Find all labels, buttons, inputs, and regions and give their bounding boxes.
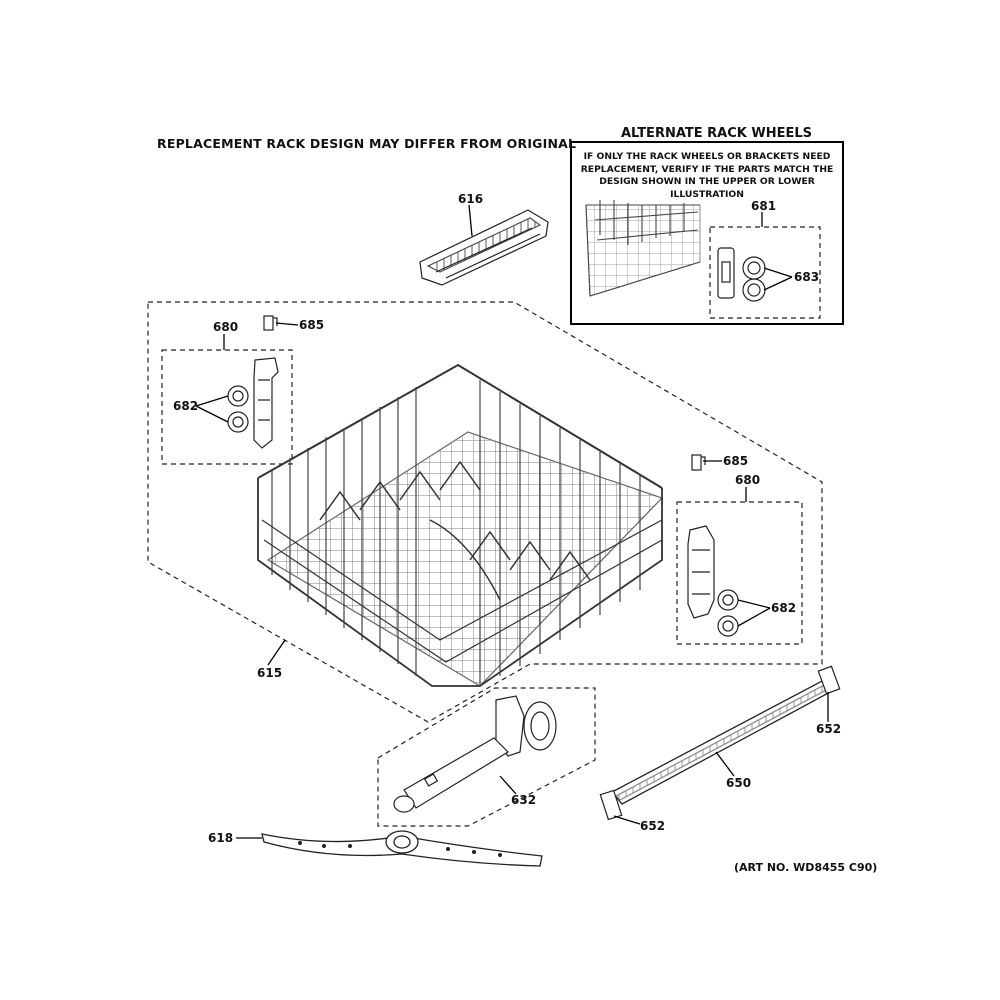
leader-682-left [195,395,229,423]
alternate-wheels-title: ALTERNATE RACK WHEELS [621,126,812,141]
wheel-kit-right [687,525,739,637]
note-line-1: IF ONLY THE RACK WHEELS OR BRACKETS NEED [583,151,831,162]
callout-685-right[interactable]: 685 [723,454,749,468]
clip-685-right [691,454,706,471]
alternate-wheels-box [570,141,844,325]
wheel-kit-left [227,357,279,449]
note-line-2: REPLACEMENT, VERIFY IF THE PARTS MATCH T… [580,163,834,175]
part-616-clip-strip [419,209,549,286]
callout-650[interactable]: 650 [726,776,752,790]
callout-616[interactable]: 616 [458,192,484,206]
leader-615 [267,639,286,666]
callout-632[interactable]: 632 [511,793,537,807]
clip-685-left [263,315,278,331]
leader-650 [715,751,735,777]
leader-632 [499,775,517,795]
end-cap-652-top [817,665,841,695]
end-cap-652-bottom [599,789,623,821]
alternate-rack-fragment [585,200,701,297]
callout-680-left[interactable]: 680 [213,320,239,334]
callout-681[interactable]: 681 [751,199,777,213]
callout-618[interactable]: 618 [208,831,234,845]
spray-arm-632 [393,695,557,813]
leader-685-left [275,322,299,326]
rack-side-tines [271,380,641,686]
wheel-kit-left-outline [161,349,293,465]
art-number: (ART NO. WD8455 C90) [734,861,878,874]
spray-arm-618 [261,830,543,867]
callout-683[interactable]: 683 [794,270,820,284]
callout-680-right[interactable]: 680 [735,473,761,487]
callout-682-left[interactable]: 682 [173,399,199,413]
wheel-kit-right-outline [676,501,803,645]
alt-wheel-kit-outline [709,226,821,319]
leader-lines [195,204,829,839]
alt-wheels-683 [717,247,766,302]
callout-685-left[interactable]: 685 [299,318,325,332]
callout-652-top[interactable]: 652 [816,722,842,736]
callout-615[interactable]: 615 [257,666,283,680]
upper-rack-615 [257,363,664,687]
dashed-outlines [147,226,823,827]
leader-616 [468,204,473,237]
leader-683 [763,267,793,291]
leader-652-bottom [613,815,641,825]
callout-652-bottom[interactable]: 652 [640,819,666,833]
upper-rack-group-outline [147,301,823,723]
alternate-wheels-note: IF ONLY THE RACK WHEELS OR BRACKETS NEED… [573,151,841,201]
spray-arm-group-outline [377,687,596,827]
callout-682-right[interactable]: 682 [771,601,797,615]
leader-682-right [737,599,771,627]
note-line-3: DESIGN SHOWN IN THE UPPER OR LOWER ILLUS… [599,176,815,200]
page-title: REPLACEMENT RACK DESIGN MAY DIFFER FROM … [157,136,577,151]
rack-inner-tines [319,460,591,601]
rack-rail-650 [610,679,836,805]
